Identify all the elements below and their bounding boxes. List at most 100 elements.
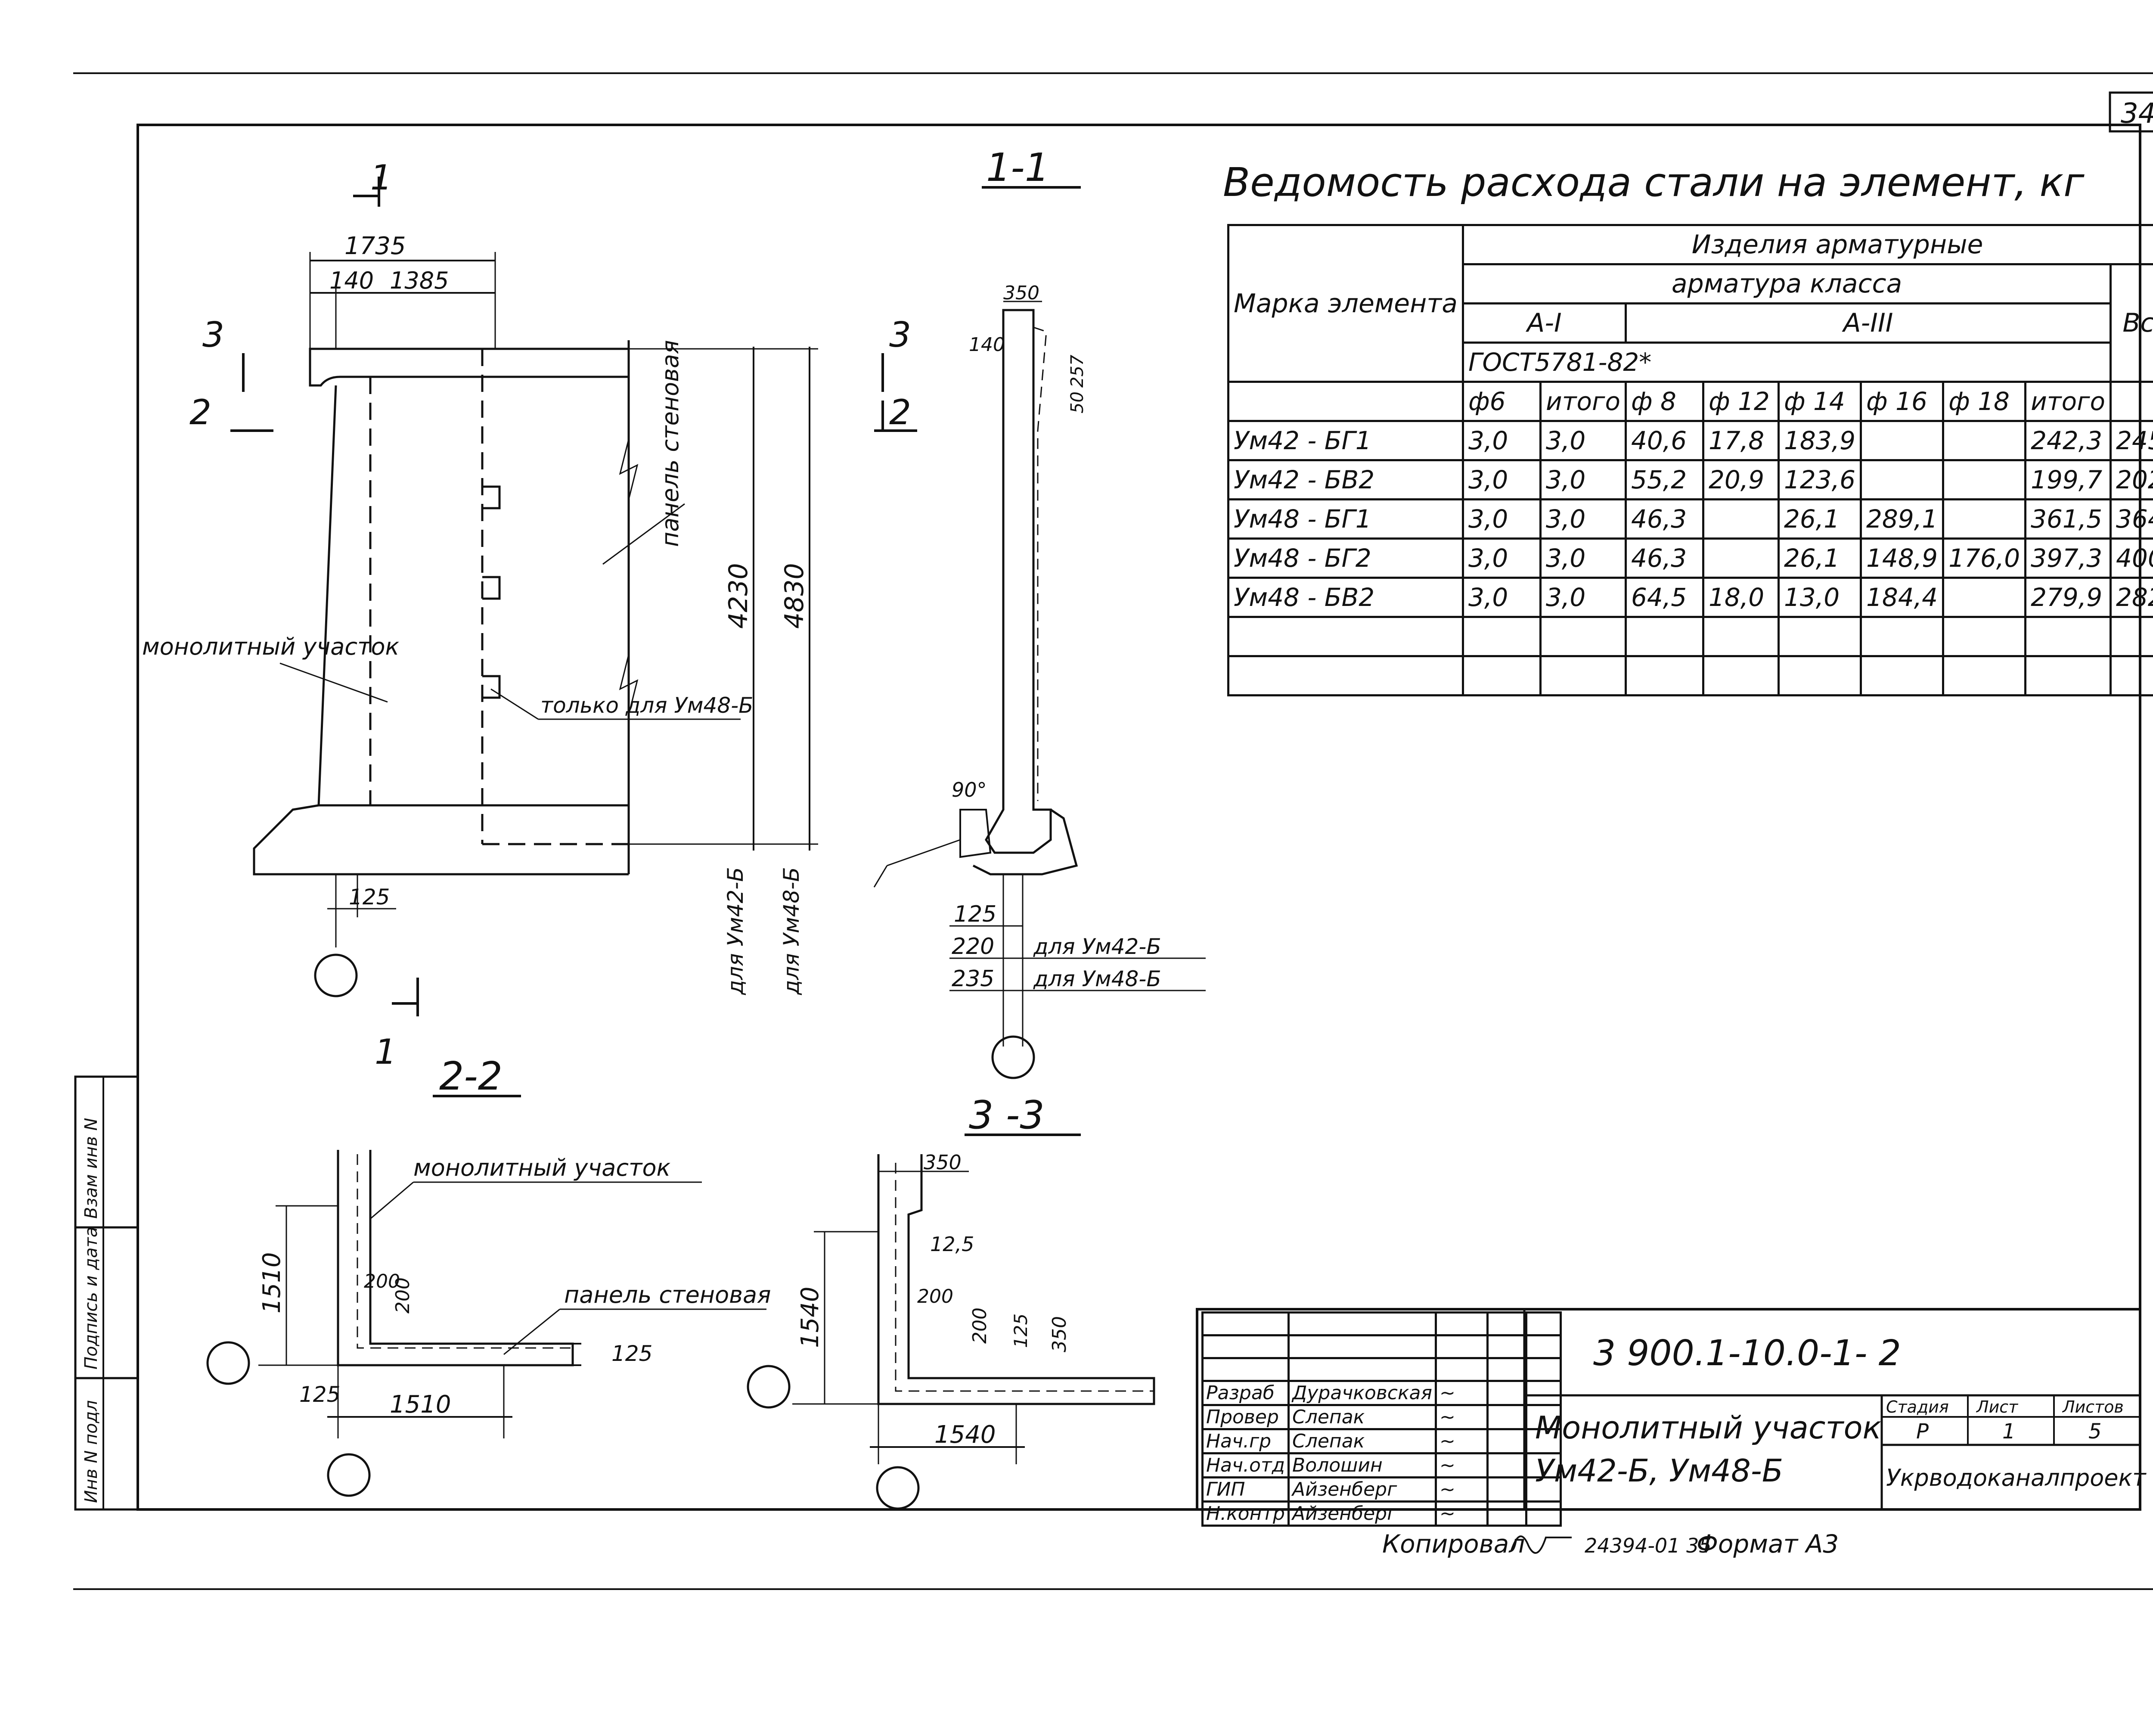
cell: 20,9 xyxy=(1702,459,1780,500)
cell: 183,9 xyxy=(1777,420,1862,461)
footer-number: 24394-01 35 xyxy=(1585,1534,1712,1557)
dim-4830: 4830 xyxy=(779,563,810,629)
label-panel-s22: панель стеновая xyxy=(564,1281,771,1308)
dim-200a-s22: 200 xyxy=(364,1270,400,1292)
cell: 199,7 xyxy=(2024,459,2112,500)
signature-row: Нач.гр Слепак ~ xyxy=(1201,1428,1562,1454)
label-monolith-s22: монолитный участок xyxy=(413,1154,671,1181)
title-block-stage-label: Стадия xyxy=(1886,1397,1949,1416)
dim-angle-s11: 90° xyxy=(952,778,987,801)
cell: 279,9 xyxy=(2024,577,2112,618)
cell: 18,0 xyxy=(1702,577,1780,618)
cell xyxy=(1702,537,1780,579)
note-s11-for-um42: для Ум42-Б xyxy=(1033,934,1161,959)
person: Айзенберг xyxy=(1287,1500,1437,1527)
side-stamp: Инв N подл Подпись и дата Взам инв N xyxy=(74,1075,139,1511)
note-for-um42: для Ум42-Б xyxy=(723,867,748,995)
col-header-blank xyxy=(2110,381,2153,422)
note-s11-for-um48: для Ум48-Б xyxy=(1033,966,1161,991)
cell xyxy=(1860,459,1945,500)
dim-125b-s22: 125 xyxy=(299,1382,340,1407)
cell: 3,0 xyxy=(1462,537,1542,579)
cut-mark-2-left: 2 xyxy=(189,392,211,432)
dim-125-elevation: 125 xyxy=(349,885,390,910)
section-1-1-view xyxy=(873,301,1206,1079)
row-mark: Ум48 - БГ1 xyxy=(1227,498,1464,540)
cell: 364,5 xyxy=(2110,498,2153,540)
page-title: Ведомость расхода стали на элемент, кг xyxy=(1223,159,2085,205)
header-subgroup: арматура класса xyxy=(1462,263,2112,304)
cell: 40,6 xyxy=(1624,420,1704,461)
role: Н.контр xyxy=(1201,1500,1290,1527)
col-header: ф 18 xyxy=(1942,381,2027,422)
role: Нач.отд xyxy=(1201,1452,1290,1478)
drawing-frame xyxy=(137,124,2141,1511)
dim-1385: 1385 xyxy=(390,267,449,294)
signature-row: Провер Слепак ~ xyxy=(1201,1404,1562,1430)
dim-350-s33: 350 xyxy=(924,1151,962,1174)
cell: 202,7 xyxy=(2110,459,2153,500)
dim-125-s33: 12,5 xyxy=(930,1233,974,1256)
signature-row: ГИП Айзенберг ~ xyxy=(1201,1476,1562,1503)
dim-1735: 1735 xyxy=(344,232,406,260)
dim-200a-s33: 200 xyxy=(917,1286,953,1307)
label-monolith-elevation: монолитный участок xyxy=(142,633,400,660)
section-1-1-title: 1-1 xyxy=(986,145,1049,190)
cell: 289,1 xyxy=(1860,498,1945,540)
role: Нач.гр xyxy=(1201,1428,1290,1454)
signature-icon: ~ xyxy=(1434,1380,1489,1406)
signature-icon: ~ xyxy=(1434,1404,1489,1430)
cell: 26,1 xyxy=(1777,537,1862,579)
table-row: Ум42 - БВ2 3,0 3,0 55,2 20,9 123,6 199,7… xyxy=(1227,459,2153,500)
side-stamp-label-inv: Инв N подл xyxy=(81,1400,101,1503)
signature-row: Н.контр Айзенберг ~ xyxy=(1201,1500,1562,1527)
cell: 400,3 xyxy=(2110,537,2153,579)
cell xyxy=(1860,420,1945,461)
table-row: Ум48 - БВ2 3,0 3,0 64,5 18,0 13,0 184,4 … xyxy=(1227,577,2153,618)
table-row: Ум42 - БГ1 3,0 3,0 40,6 17,8 183,9 242,3… xyxy=(1227,420,2153,461)
row-mark: Ум48 - БВ2 xyxy=(1227,577,1464,618)
col-header: итого xyxy=(2024,381,2112,422)
title-block-signatures: Разраб Дурачковская ~ Провер Слепак ~ На… xyxy=(1201,1311,1562,1527)
sheet-number-box xyxy=(2109,91,2153,133)
table-row-empty xyxy=(1227,655,2153,696)
title-block-stage: Р xyxy=(1916,1419,1929,1444)
header-gost: ГОСТ5781-82* xyxy=(1462,342,2112,383)
cell: 3,0 xyxy=(1462,498,1542,540)
cell: 3,0 xyxy=(1539,459,1627,500)
dim-1540-w-s33: 1540 xyxy=(934,1421,996,1449)
header-total: Всего xyxy=(2110,263,2153,383)
label-panel-elevation: панель стеновая xyxy=(657,340,684,547)
cut-mark-3-left: 3 xyxy=(202,315,224,355)
cut-mark-1-bottom: 1 xyxy=(375,1032,397,1072)
table-row: Ум48 - БГ1 3,0 3,0 46,3 26,1 289,1 361,5… xyxy=(1227,498,2153,540)
row-mark: Ум42 - БВ2 xyxy=(1227,459,1464,500)
section-3-3-view xyxy=(747,1154,1155,1510)
elevation-view xyxy=(230,177,917,1016)
dim-200b-s33: 200 xyxy=(969,1307,991,1344)
header-mark: Марка элемента xyxy=(1227,224,1464,383)
section-2-2-view xyxy=(206,1150,766,1497)
title-block-sheets: 5 xyxy=(2088,1419,2102,1444)
title-block-name-1: Монолитный участок xyxy=(1535,1410,1881,1446)
cell: 148,9 xyxy=(1860,537,1945,579)
role: Провер xyxy=(1201,1404,1290,1430)
steel-consumption-table: Марка элемента Изделия арматурные армату… xyxy=(1227,224,2153,696)
header-class-ai: A-I xyxy=(1462,302,1627,344)
copier-signature xyxy=(1511,1535,1572,1554)
col-header: ф 16 xyxy=(1860,381,1945,422)
sheet-number: 34 xyxy=(2121,98,2153,130)
title-block-sheets-label: Листов xyxy=(2062,1397,2124,1416)
cell: 242,3 xyxy=(2024,420,2112,461)
dim-257-s11: 257 xyxy=(1067,354,1087,388)
person: Волошин xyxy=(1287,1452,1437,1478)
dim-140-s11: 140 xyxy=(969,334,1005,356)
row-mark: Ум42 - БГ1 xyxy=(1227,420,1464,461)
dim-1510-h-s22: 1510 xyxy=(258,1252,286,1314)
table-row-empty xyxy=(1227,616,2153,657)
col-header: ф 8 xyxy=(1624,381,1704,422)
cell xyxy=(1942,420,2027,461)
cell xyxy=(1942,459,2027,500)
cell xyxy=(1702,498,1780,540)
